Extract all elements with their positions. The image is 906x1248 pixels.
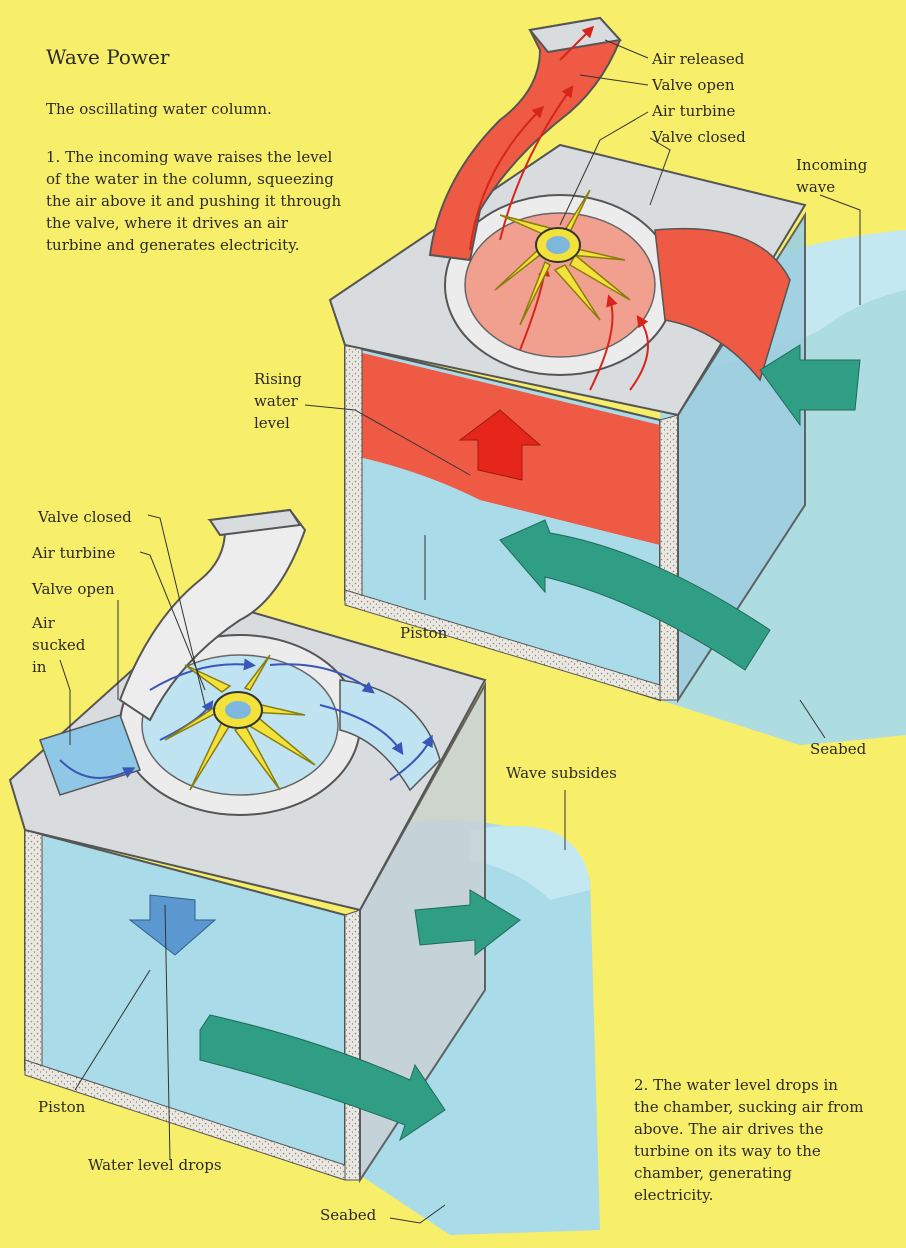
label-air-turbine-bottom: Air turbine (32, 542, 115, 564)
label-air-sucked-in: Air sucked in (32, 612, 102, 678)
label-air-turbine-top: Air turbine (652, 100, 735, 122)
label-incoming-wave: Incoming wave (796, 154, 886, 198)
bottom-wall-right (345, 910, 360, 1180)
label-seabed-top: Seabed (810, 738, 866, 760)
label-valve-open-bottom: Valve open (32, 578, 115, 600)
step-1-description: 1. The incoming wave raises the level of… (46, 146, 346, 256)
top-wall-right (660, 415, 678, 700)
page-subtitle: The oscillating water column. (46, 98, 272, 120)
label-piston-bottom: Piston (38, 1096, 85, 1118)
top-diagram (305, 18, 906, 745)
label-seabed-bottom: Seabed (320, 1204, 376, 1226)
label-valve-closed-top: Valve closed (652, 126, 746, 148)
top-wall-left (345, 345, 362, 600)
label-valve-open-top: Valve open (652, 74, 735, 96)
bottom-wall-left (25, 830, 42, 1072)
label-air-released: Air released (652, 48, 744, 70)
label-wave-subsides: Wave subsides (506, 762, 617, 784)
label-water-level-drops: Water level drops (88, 1154, 222, 1176)
step-2-description: 2. The water level drops in the chamber,… (634, 1074, 864, 1206)
label-valve-closed-bottom: Valve closed (38, 506, 132, 528)
label-rising-water-level: Rising water level (254, 368, 314, 434)
page-title: Wave Power (46, 44, 169, 70)
label-piston-top: Piston (400, 622, 447, 644)
